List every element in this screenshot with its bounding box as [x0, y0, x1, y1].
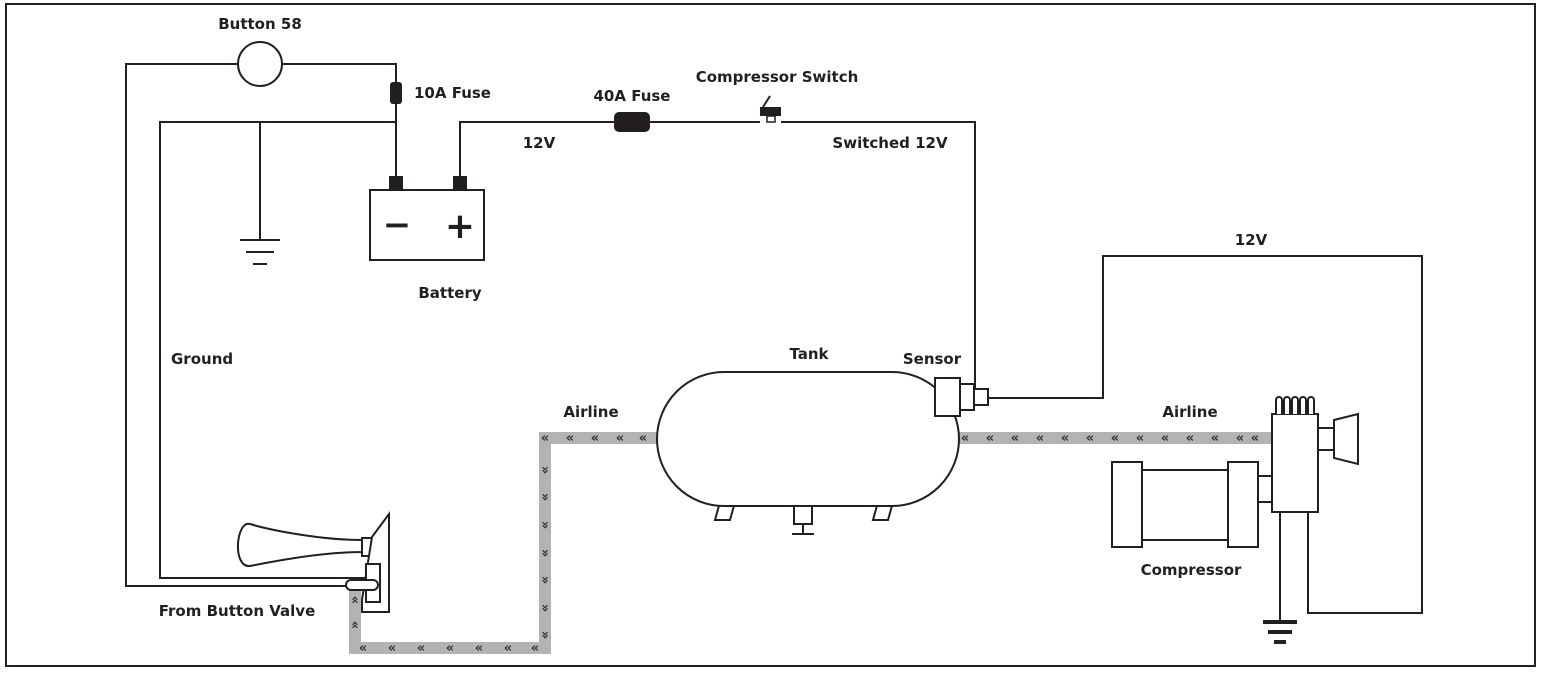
airflow-chevron: « [446, 641, 454, 656]
airline-left [349, 432, 660, 654]
sensor-icon [934, 377, 989, 417]
diagram-frame [5, 3, 1536, 667]
fuse-10a-icon [390, 82, 402, 104]
wire-right-12v [988, 255, 1423, 614]
12v-label: 12V [523, 134, 556, 152]
airflow-chevron: « [1086, 431, 1094, 446]
airflow-chevron: « [347, 596, 362, 604]
sensor-label: Sensor [903, 350, 962, 368]
wire-button-valve [125, 63, 350, 587]
ground-icon [240, 239, 280, 265]
button-label: Button 58 [218, 15, 302, 33]
airflow-chevron: « [538, 493, 553, 501]
wire-ground [159, 121, 396, 579]
fuse-40a-icon [614, 112, 650, 132]
wire-button-fuse [282, 63, 397, 82]
airflow-chevron: « [541, 431, 549, 446]
airflow-chevron: « [538, 521, 553, 529]
compressor-label: Compressor [1141, 561, 1242, 579]
airflow-chevron: « [1161, 431, 1169, 446]
compressor-switch-icon [760, 95, 781, 123]
compressor-ground-icon [1263, 620, 1297, 644]
airflow-chevron: « [566, 431, 574, 446]
airflow-chevron: « [639, 431, 647, 446]
switched-12v-label: Switched 12V [832, 134, 948, 152]
airflow-chevron: « [359, 641, 367, 656]
airflow-chevron: « [961, 431, 969, 446]
compressor-switch-label: Compressor Switch [696, 68, 859, 86]
airflow-chevron: « [1136, 431, 1144, 446]
airflow-chevron: « [538, 549, 553, 557]
airflow-chevron: « [538, 631, 553, 639]
tank-label: Tank [789, 345, 829, 363]
airflow-chevron: « [1211, 431, 1219, 446]
12v-right-label: 12V [1235, 231, 1268, 249]
airflow-chevron: « [504, 641, 512, 656]
fuse-40a-label: 40A Fuse [594, 87, 671, 105]
airflow-chevron: « [1036, 431, 1044, 446]
airflow-chevron: « [616, 431, 624, 446]
airflow-chevron: « [531, 641, 539, 656]
battery-plus-label: + [445, 206, 475, 247]
airflow-chevron: « [1251, 431, 1259, 446]
airflow-chevron: « [538, 466, 553, 474]
airflow-chevron: « [1236, 431, 1244, 446]
from-button-valve-label: From Button Valve [159, 602, 316, 620]
air-horn-icon [236, 510, 390, 613]
button-icon [237, 41, 283, 87]
airflow-chevron: « [388, 641, 396, 656]
battery-label: Battery [418, 284, 481, 302]
airflow-chevron: « [417, 641, 425, 656]
airflow-chevron: « [347, 621, 362, 629]
airline-flow-arrows: « « « « « « « « « « « « « « « « « « « « « « « « « « « « « « « « « « [347, 431, 1259, 656]
airflow-chevron: « [538, 604, 553, 612]
battery-minus-label: − [383, 205, 412, 245]
airflow-chevron: « [1111, 431, 1119, 446]
wires [125, 63, 1423, 620]
compressor-icon [1111, 396, 1359, 548]
airflow-chevron: « [591, 431, 599, 446]
battery-icon: − + [369, 176, 485, 261]
airflow-chevron: « [1186, 431, 1194, 446]
wire-12v [459, 121, 614, 178]
tank-icon [656, 371, 960, 535]
airflow-chevron: « [1011, 431, 1019, 446]
airflow-chevron: « [1061, 431, 1069, 446]
airflow-chevron: « [475, 641, 483, 656]
airline-left-label: Airline [563, 403, 618, 421]
wire-switched-12v [781, 121, 976, 390]
airline-right-label: Airline [1162, 403, 1217, 421]
fuse-10a-label: 10A Fuse [414, 84, 491, 102]
airflow-chevron: « [986, 431, 994, 446]
ground-label: Ground [171, 350, 233, 368]
airflow-chevron: « [538, 576, 553, 584]
